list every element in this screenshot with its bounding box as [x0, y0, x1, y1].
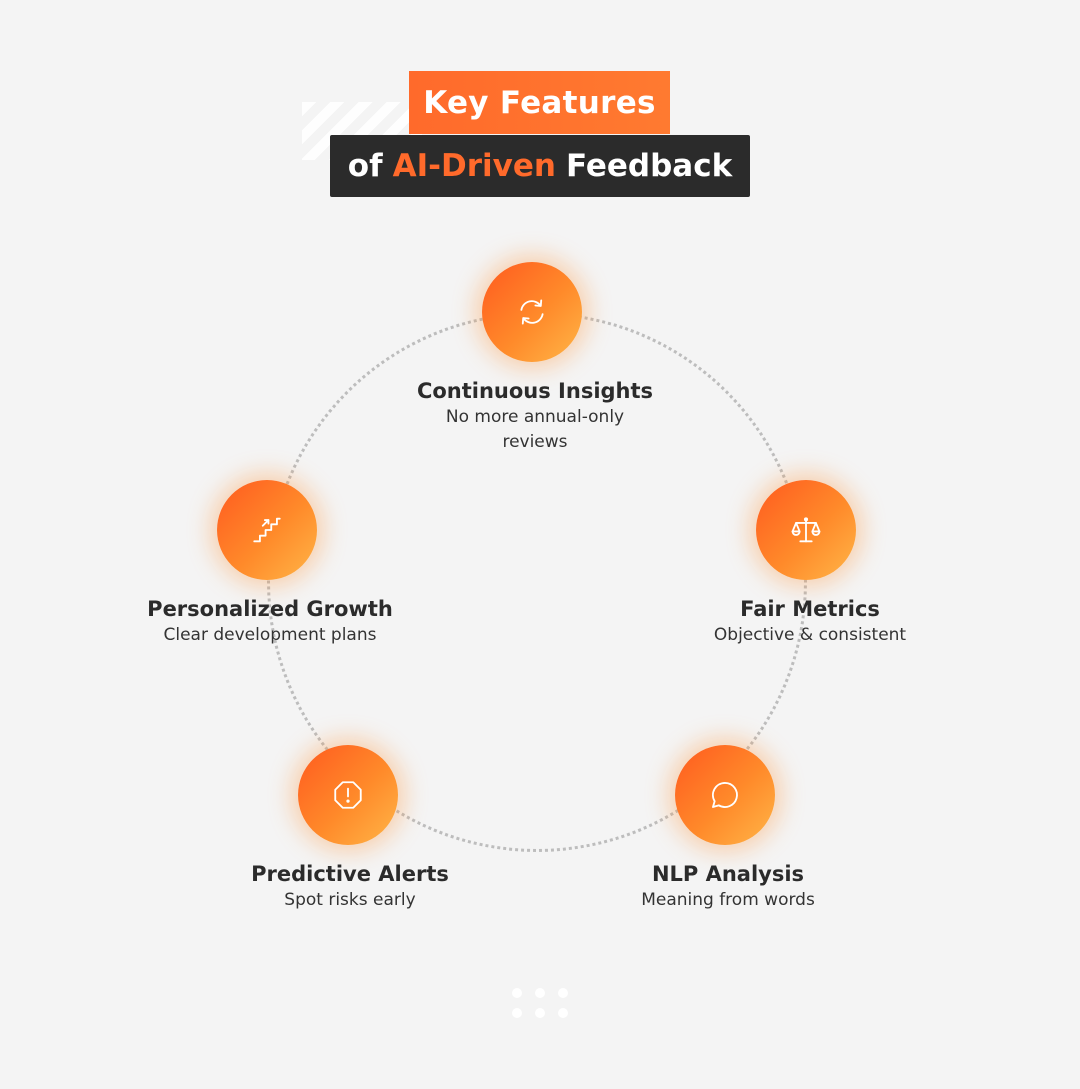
feature-title: Continuous Insights: [416, 379, 654, 403]
title-line-1: Key Features: [409, 71, 670, 134]
feature-title: Fair Metrics: [740, 597, 880, 621]
feature-description: Meaning from words: [641, 890, 815, 910]
feature-node-predictive-alerts: [298, 745, 398, 845]
feature-node-fair-metrics: [756, 480, 856, 580]
stairs-growth-icon: [253, 517, 281, 543]
refresh-cycle-icon: [520, 299, 544, 325]
feature-description: Objective & consistent: [713, 625, 907, 645]
decorative-dot-grid: [512, 988, 568, 1018]
feature-node-personalized-growth: [217, 480, 317, 580]
feature-title: Predictive Alerts: [251, 862, 449, 886]
title-prefix: of: [347, 148, 383, 184]
title-suffix: Feedback: [565, 148, 733, 184]
feature-description: No more annual-only reviews: [445, 407, 625, 452]
feature-title: Personalized Growth: [147, 597, 393, 621]
alert-octagon-icon: [334, 781, 362, 809]
dot: [512, 988, 522, 998]
title-line-2: of AI-Driven Feedback: [330, 135, 750, 197]
feature-label-personalized-growth: Personalized Growth Clear development pl…: [130, 595, 410, 648]
dot: [535, 1008, 545, 1018]
feature-label-fair-metrics: Fair Metrics Objective & consistent: [680, 595, 940, 648]
title-key-features: Key Features: [423, 84, 656, 121]
feature-label-predictive-alerts: Predictive Alerts Spot risks early: [220, 860, 480, 913]
dot: [512, 1008, 522, 1018]
scales-icon: [791, 517, 821, 543]
title-accent: AI-Driven: [392, 148, 556, 184]
feature-description: Clear development plans: [163, 625, 377, 645]
dot: [558, 1008, 568, 1018]
feature-node-continuous-insights: [482, 262, 582, 362]
chat-bubble-icon: [712, 782, 738, 808]
dot: [535, 988, 545, 998]
feature-label-nlp-analysis: NLP Analysis Meaning from words: [598, 860, 858, 913]
feature-description: Spot risks early: [284, 890, 416, 910]
feature-label-continuous-insights: Continuous Insights No more annual-only …: [395, 377, 675, 455]
dot: [558, 988, 568, 998]
feature-title: NLP Analysis: [651, 862, 805, 886]
feature-node-nlp-analysis: [675, 745, 775, 845]
